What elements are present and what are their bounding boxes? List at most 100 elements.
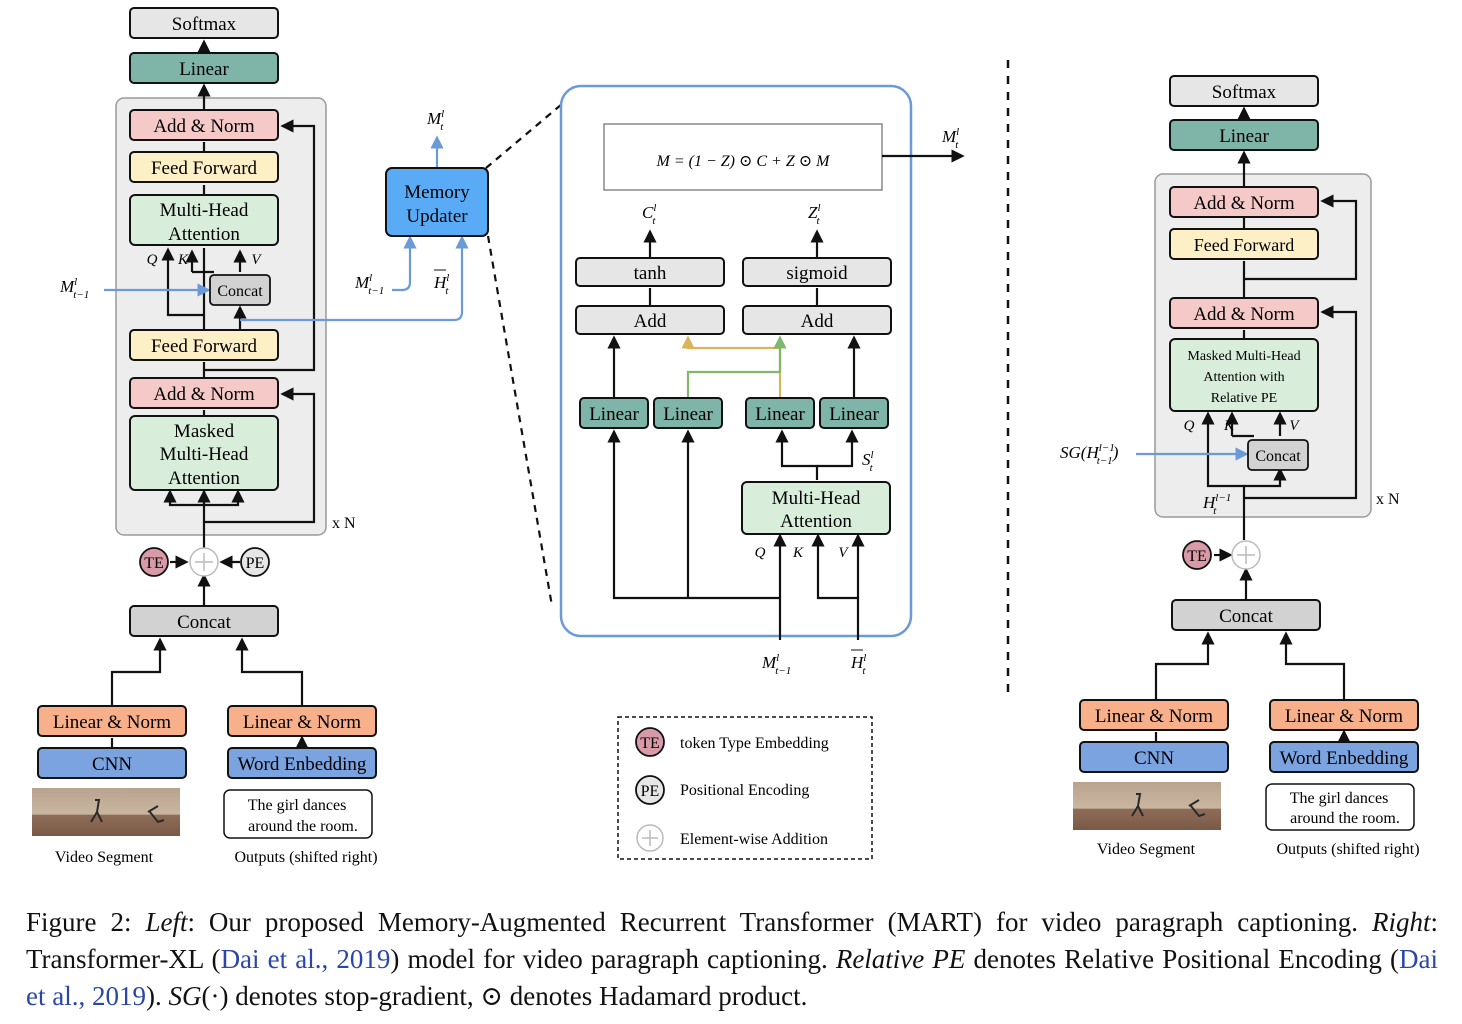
right-model: Softmax Linear Add & Norm Feed Forward A… [1060, 75, 1420, 858]
tanh-box [575, 257, 725, 287]
right-feed-forward-box [1169, 228, 1319, 260]
detail-mha-box [741, 481, 891, 535]
left-add-norm-top-label: Add & Norm [153, 116, 255, 137]
legend-pe-circle [635, 775, 665, 805]
detail-linear-1-box [579, 397, 649, 429]
left-sentence-line1: The girl dances [248, 797, 347, 814]
right-add-norm-mid-label: Add & Norm [1193, 304, 1295, 325]
left-linear-norm-video-label: Linear & Norm [53, 712, 171, 733]
left-plus-icon [195, 553, 213, 571]
right-linear-box [1169, 119, 1319, 151]
right-sentence-line2: around the room. [1290, 810, 1400, 827]
left-add-norm-bottom-label: Add & Norm [153, 384, 255, 405]
detail-mha-line2: Attention [780, 511, 852, 532]
caption-label: Figure 2: [26, 907, 146, 937]
left-masked-line1: Masked [174, 421, 235, 442]
right-linear-norm-text-label: Linear & Norm [1285, 706, 1403, 727]
caption-right-text: : Transformer-XL ( [26, 907, 1438, 974]
citation-link-2[interactable]: Dai et al., 2019 [26, 944, 1438, 1011]
tanh-label: tanh [634, 263, 667, 284]
right-te-circle [1182, 540, 1212, 570]
detail-linear-1-label: Linear [589, 404, 639, 425]
left-linear-norm-text-box [227, 705, 377, 737]
left-multihead-attention-box [129, 194, 279, 246]
detail-linear-2-box [653, 397, 723, 429]
right-masked-attention-box [1169, 338, 1319, 412]
architecture-figure: Softmax Linear Add & Norm Feed Forward M… [32, 7, 1420, 866]
left-masked-attention-box [129, 415, 279, 491]
right-v-label: V [1289, 418, 1300, 434]
caption-end-1: ). [145, 981, 169, 1011]
citation-link-1[interactable]: Dai et al., 2019 [220, 944, 391, 974]
left-feed-forward-bottom-box [129, 329, 279, 361]
right-k-label: K [1223, 418, 1235, 434]
left-mha-line1: Multi-Head [160, 200, 249, 221]
sigmoid-label: sigmoid [786, 263, 848, 284]
left-mha-line2: Attention [168, 224, 240, 245]
left-pe-circle [240, 547, 270, 577]
right-repeat-label: x N [1376, 491, 1400, 508]
left-repeat-label: x N [332, 515, 356, 532]
left-q-label: Q [147, 252, 158, 268]
caption-relpe-text: denotes Relative Positional Encoding ( [965, 944, 1399, 974]
right-add-norm-mid-box [1169, 297, 1319, 329]
left-softmax-box [129, 7, 279, 39]
left-model: Softmax Linear Add & Norm Feed Forward M… [32, 7, 469, 866]
caption-right-text-2: ) model for video paragraph captioning. [390, 944, 836, 974]
left-add-norm-bottom-box [129, 377, 279, 409]
memory-updater-line1: Memory [404, 182, 470, 203]
caption-end-2: (·) denotes stop-gradient, ⊙ denotes Had… [201, 981, 808, 1011]
right-cnn-box [1079, 741, 1229, 773]
left-sentence-box [223, 789, 373, 839]
right-add-norm-top-label: Add & Norm [1193, 193, 1295, 214]
left-add-norm-top-box [129, 109, 279, 141]
legend-pe-desc: Positional Encoding [680, 782, 809, 799]
left-word-embedding-box [227, 747, 377, 779]
left-concat-box [129, 605, 279, 637]
right-plus-icon [1237, 546, 1255, 564]
right-linear-norm-text-box [1269, 699, 1419, 731]
right-concat-box [1171, 599, 1321, 631]
right-softmax-box [1169, 75, 1319, 107]
left-concat-small-label: Concat [217, 283, 263, 300]
detail-k-label: K [792, 545, 804, 561]
memory-updater-line2: Updater [406, 206, 468, 227]
left-softmax-label: Softmax [172, 14, 237, 35]
right-outputs-label: Outputs (shifted right) [1276, 841, 1419, 858]
add-left-label: Add [634, 311, 667, 332]
right-video-frames [1073, 782, 1221, 830]
figure-caption: Figure 2: Left: Our proposed Memory-Augm… [26, 904, 1438, 1015]
left-word-embedding-label: Word Enbedding [238, 754, 367, 775]
legend-te-circle [635, 727, 665, 757]
caption-right-tag: Right [1371, 907, 1431, 937]
detail-mha-line1: Multi-Head [772, 488, 861, 509]
left-linear-box [129, 52, 279, 84]
left-k-label: K [177, 252, 189, 268]
left-cnn-box [37, 747, 187, 779]
detail-linear-4-label: Linear [829, 404, 879, 425]
right-concat-label: Concat [1219, 606, 1274, 627]
detail-q-label: Q [755, 545, 766, 561]
left-feed-forward-bottom-label: Feed Forward [151, 336, 258, 357]
legend-te-desc: token Type Embedding [680, 735, 829, 752]
right-concat-small-box [1247, 439, 1309, 471]
memory-updater-box [385, 167, 489, 237]
right-feed-forward-label: Feed Forward [1194, 235, 1294, 255]
left-feed-forward-top-label: Feed Forward [151, 158, 258, 179]
right-add-norm-top-box [1169, 186, 1319, 218]
left-feed-forward-top-box [129, 151, 279, 183]
left-video-frames [32, 788, 180, 836]
right-linear-label: Linear [1219, 126, 1269, 147]
